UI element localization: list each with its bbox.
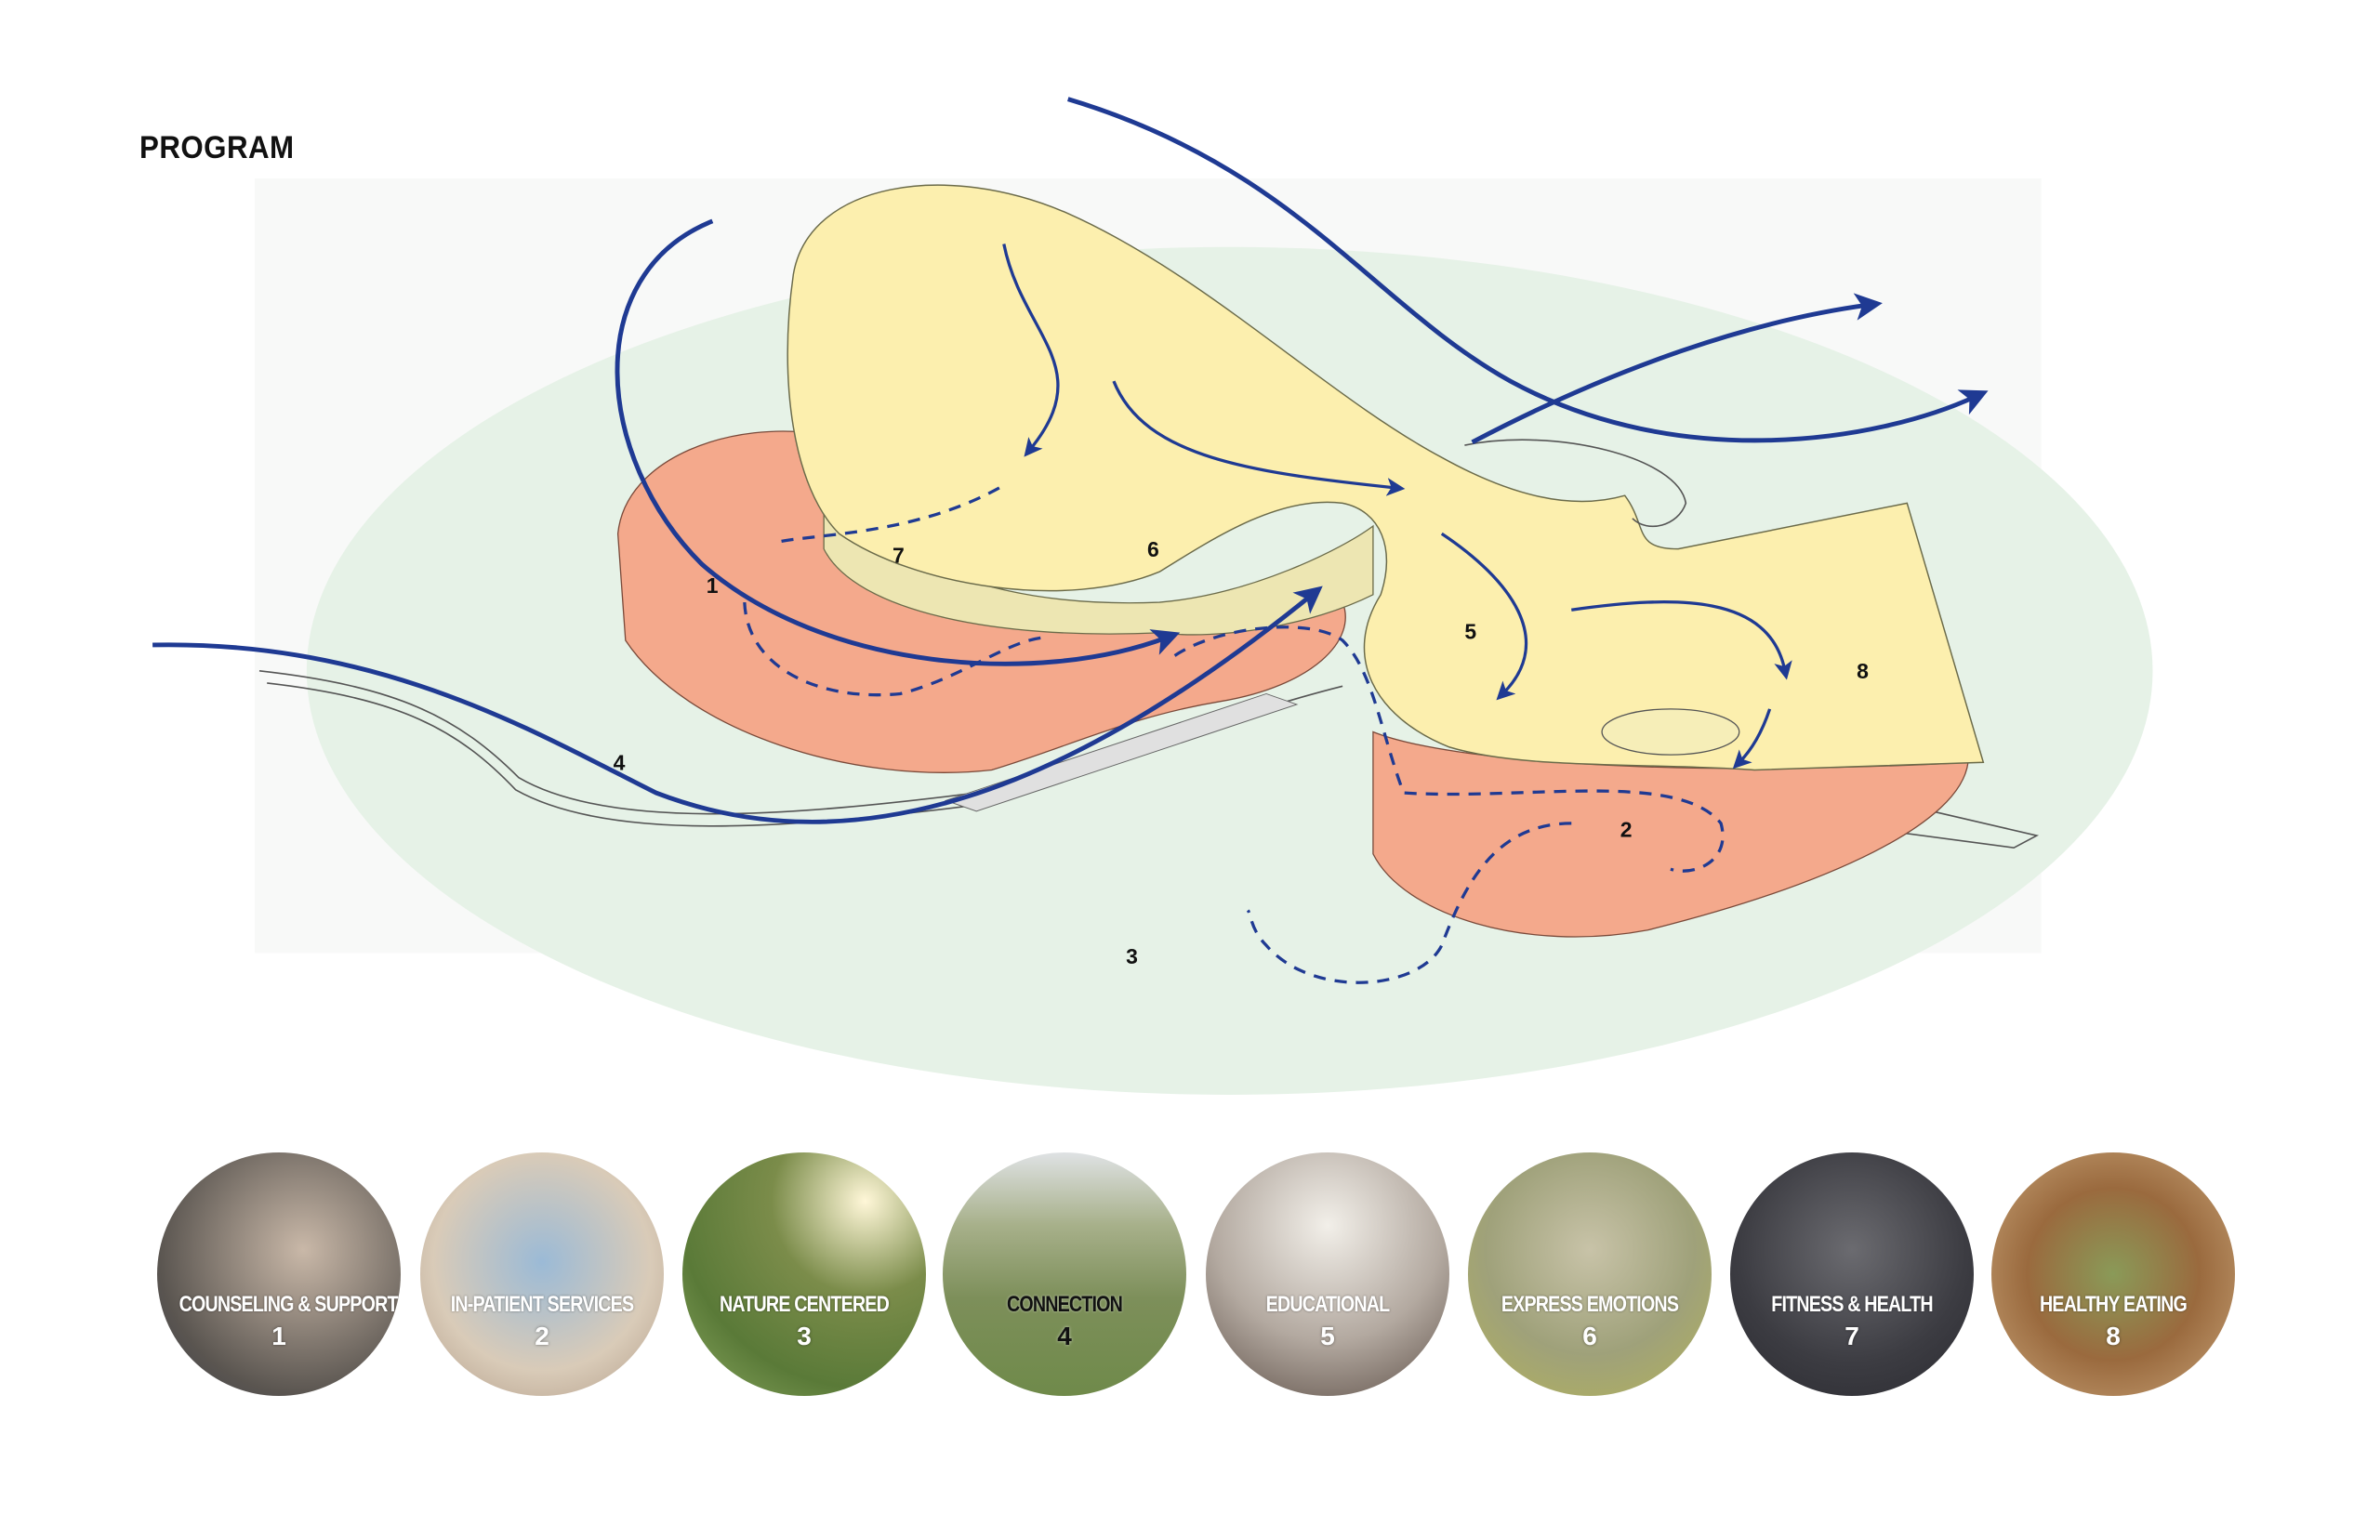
program-number: 4	[1057, 1322, 1072, 1350]
program-label: EDUCATIONAL	[1265, 1292, 1391, 1317]
zone-labels: 1 2 3 4 5 6 7 8	[614, 537, 1869, 968]
program-number: 7	[1844, 1322, 1859, 1350]
program-number: 2	[535, 1322, 549, 1350]
program-image-fitness: FITNESS & HEALTH 7	[1730, 1152, 1974, 1396]
dashed-circulation	[743, 486, 1725, 984]
courtyard-oculus	[1601, 708, 1740, 756]
zone-label-8: 8	[1857, 659, 1869, 683]
program-label: EXPRESS EMOTIONS	[1501, 1292, 1679, 1317]
program-image-counseling: COUNSELING & SUPPORT 1	[157, 1152, 401, 1396]
program-label: FITNESS & HEALTH	[1771, 1292, 1933, 1317]
program-label: CONNECTION	[1006, 1292, 1123, 1317]
program-image-express-emotions: EXPRESS EMOTIONS 6	[1468, 1152, 1712, 1396]
program-label: NATURE CENTERED	[720, 1292, 890, 1317]
program-label: HEALTHY EATING	[2039, 1292, 2188, 1317]
zone-label-5: 5	[1464, 619, 1476, 643]
zone-label-4: 4	[614, 751, 626, 775]
page-title: PROGRAM	[139, 130, 295, 165]
courtyard-void	[1464, 439, 1687, 528]
program-image-healthy-eating: HEALTHY EATING 8	[1991, 1152, 2235, 1396]
zone-label-3: 3	[1126, 944, 1138, 968]
program-image-nature: NATURE CENTERED 3	[682, 1152, 926, 1396]
program-number: 5	[1320, 1322, 1335, 1350]
program-image-educational: EDUCATIONAL 5	[1206, 1152, 1449, 1396]
flow-arrows	[152, 97, 1989, 824]
program-image-in-patient: IN-PATIENT SERVICES 2	[420, 1152, 664, 1396]
program-number: 8	[2106, 1322, 2121, 1350]
zone-label-2: 2	[1620, 818, 1633, 842]
zone-label-6: 6	[1147, 537, 1159, 561]
stair	[944, 692, 1299, 812]
zone-label-1: 1	[707, 573, 719, 598]
zone-label-7: 7	[892, 543, 905, 567]
upper-level	[787, 184, 1985, 771]
program-number: 1	[271, 1322, 286, 1350]
program-number: 6	[1582, 1322, 1597, 1350]
program-label: COUNSELING & SUPPORT	[178, 1292, 399, 1317]
program-label: IN-PATIENT SERVICES	[450, 1292, 634, 1317]
program-image-connection: CONNECTION 4	[943, 1152, 1186, 1396]
program-number: 3	[797, 1322, 812, 1350]
